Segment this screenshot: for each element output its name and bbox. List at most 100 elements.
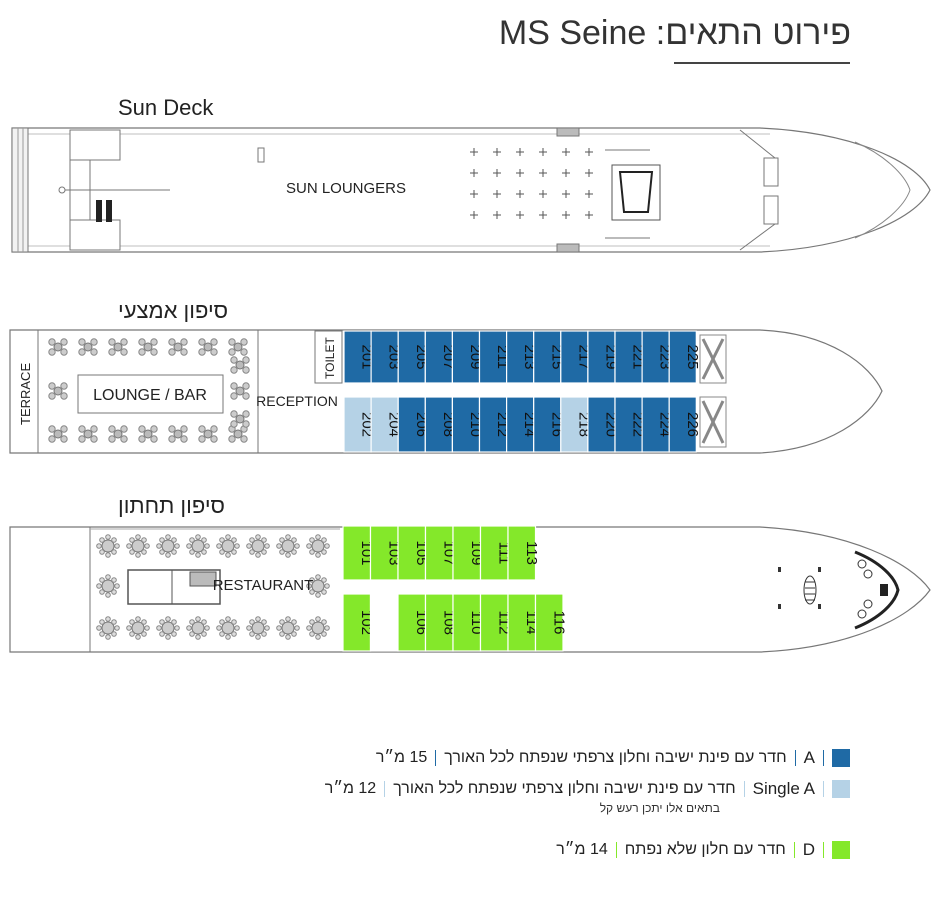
lounge-seat-icon [168, 425, 188, 443]
cabin-number: 225 [684, 344, 701, 369]
lounge-seat-icon [108, 425, 128, 443]
stair-x-marks [699, 334, 727, 448]
lounge-seat-icon [108, 338, 128, 356]
lounger-icon [516, 148, 524, 156]
lounger-icon [562, 148, 570, 156]
restaurant-table-icon [216, 616, 240, 640]
cabin-blank-1 [369, 593, 399, 652]
lounge-seat-icon [138, 425, 158, 443]
cabin-201: 201 [343, 330, 376, 384]
lounger-icon [470, 148, 478, 156]
cabin-213: 213 [506, 330, 538, 384]
legend-size-single-a: 12 מ״ר [324, 780, 377, 797]
legend-code-a: A [803, 748, 815, 767]
cabin-105: 105 [397, 525, 430, 581]
cabin-205: 205 [397, 330, 430, 384]
bow-anchor-gear [854, 550, 900, 630]
lounge-seat-icon [230, 410, 250, 428]
restaurant-table-icon [276, 534, 300, 558]
lounger-icon [516, 190, 524, 198]
lounger-icon [470, 211, 478, 219]
lounger-icon [585, 190, 593, 198]
legend-swatch-single-a [832, 780, 850, 798]
legend-item-a: A חדר עם פינת ישיבה וחלון צרפתי שנפתח לכ… [376, 748, 850, 768]
toilet-box [314, 330, 343, 384]
title-underline [674, 62, 850, 64]
lounger-icon [585, 148, 593, 156]
legend-size-d: 14 מ״ר [556, 841, 608, 858]
restaurant-table-icon [186, 534, 210, 558]
lounge-seat-icon [78, 338, 98, 356]
lounge-seat-icon [228, 425, 248, 443]
legend-swatch-a [832, 749, 850, 767]
restaurant-table-icon [126, 616, 150, 640]
restaurant-label: RESTAURANT [213, 577, 314, 594]
lounger-icon [516, 211, 524, 219]
restaurant-table-icon [246, 534, 270, 558]
lounger-icon [493, 169, 501, 177]
lounger-icon [493, 190, 501, 198]
lounger-icon [516, 169, 524, 177]
lounger-icon [539, 169, 547, 177]
cabin-222: 222 [614, 396, 647, 453]
cabin-number: 116 [550, 611, 567, 635]
restaurant-table-icon [216, 534, 240, 558]
lounger-grid [470, 148, 593, 219]
legend-desc-a: חדר עם פינת ישיבה וחלון צרפתי שנפתח לכל … [444, 749, 787, 766]
legend-desc-single-a: חדר עם פינת ישיבה וחלון צרפתי שנפתח לכל … [393, 780, 736, 797]
lounger-icon [539, 190, 547, 198]
cabin-107: 107 [424, 525, 457, 581]
lounge-seat-icon [138, 338, 158, 356]
lower-deck-label: סיפון תחתון [118, 493, 225, 518]
lounger-icon [493, 211, 501, 219]
cabin-225: 225 [668, 330, 701, 384]
reception-label: RECEPTION [256, 393, 338, 409]
cabin-number: 226 [684, 412, 701, 437]
lounge-bar-box [77, 374, 224, 414]
lounge-bar-label: LOUNGE / BAR [93, 387, 207, 404]
lounge-seat-icon [48, 425, 68, 443]
cabin-113: 113 [507, 525, 540, 581]
restaurant-table-icon [306, 574, 330, 598]
cabin-214: 214 [506, 396, 538, 453]
restaurant-table-icon [306, 616, 330, 640]
restaurant-table-icon [96, 616, 120, 640]
legend-desc-d: חדר עם חלון שלא נפתח [624, 841, 786, 858]
restaurant-table-icon [186, 616, 210, 640]
lounge-seat-icon [230, 356, 250, 374]
restaurant-tables [96, 534, 330, 640]
cabin-218: 218 [560, 396, 592, 453]
middle-deck-label: סיפון אמצעי [118, 298, 229, 323]
restaurant-table-icon [126, 534, 150, 558]
lounge-seat-icon [198, 338, 218, 356]
lounger-icon [562, 211, 570, 219]
sun-loungers-label: SUN LOUNGERS [286, 180, 406, 197]
lounge-seat-icon [198, 425, 218, 443]
restaurant-table-icon [246, 616, 270, 640]
lounger-icon [470, 169, 478, 177]
lounger-icon [585, 169, 593, 177]
lounge-seat-icon [168, 338, 188, 356]
legend-item-single-a: Single A חדר עם פינת ישיבה וחלון צרפתי ש… [325, 779, 850, 799]
lounger-icon [493, 148, 501, 156]
cabin-number: 113 [523, 541, 540, 565]
restaurant-table-icon [156, 616, 180, 640]
legend-code-d: D [802, 840, 815, 859]
toilet-label: TOILET [323, 337, 337, 379]
lounge-seat-icon [48, 382, 68, 400]
lounge-seat-icon [78, 425, 98, 443]
sun-deck-plan: SUN LOUNGERS [11, 127, 931, 253]
lounge-seating [48, 338, 250, 443]
restaurant-table-icon [276, 616, 300, 640]
lounger-icon [539, 211, 547, 219]
sun-deck-hull [11, 127, 931, 253]
legend-code-single-a: Single A [752, 779, 815, 798]
restaurant-table-icon [306, 534, 330, 558]
lounger-icon [562, 190, 570, 198]
legend-size-a: 15 מ״ר [375, 749, 428, 766]
cabin-101: 101 [342, 525, 375, 581]
